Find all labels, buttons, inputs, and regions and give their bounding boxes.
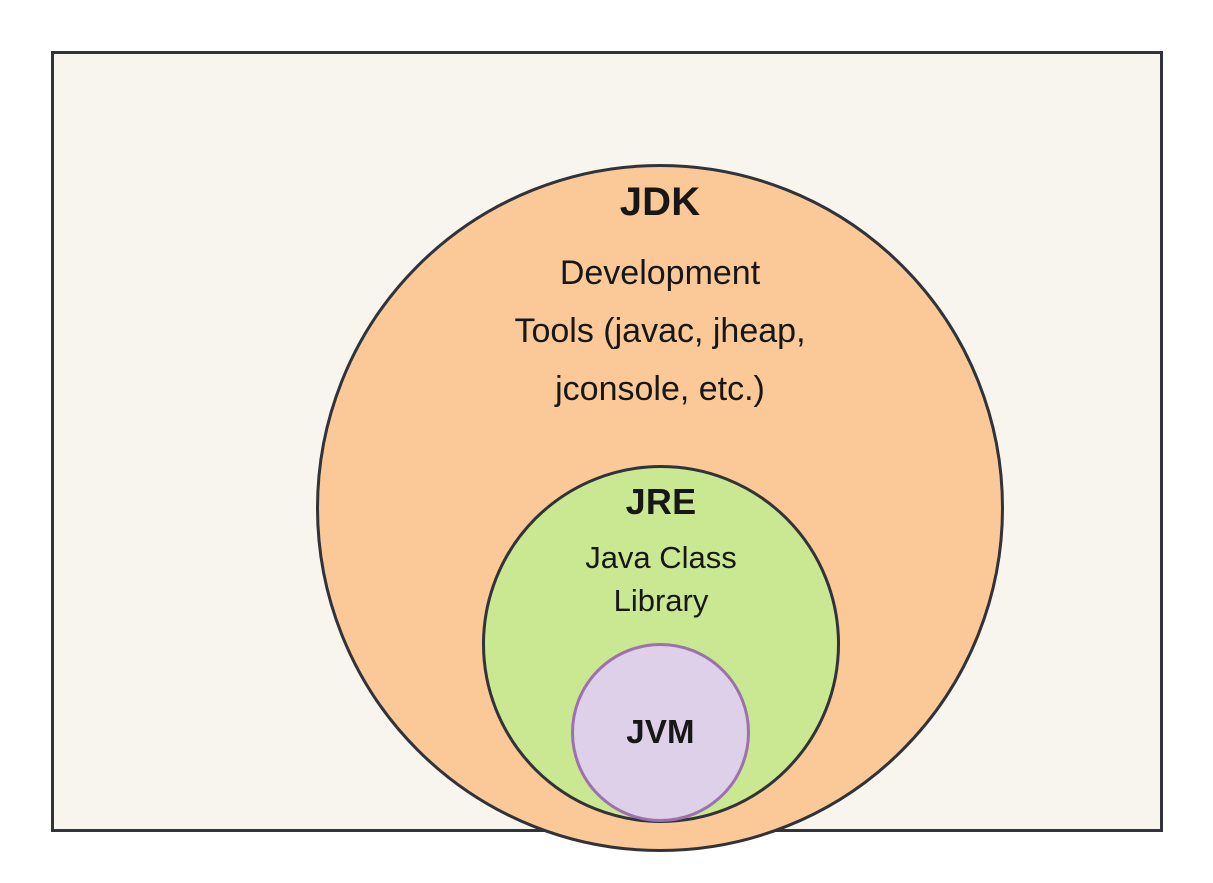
jre-title: JRE xyxy=(625,481,697,522)
jdk-description-line-1: Development xyxy=(559,254,761,292)
jdk-description: Development Tools (javac, jheap, jconsol… xyxy=(460,244,860,418)
jvm-title: JVM xyxy=(626,713,695,750)
jdk-description-line-3: jconsole, etc.) xyxy=(555,370,765,408)
jre-description-line-1: Java Class xyxy=(585,540,737,575)
jdk-title: JDK xyxy=(619,180,701,224)
jre-description-line-2: Library xyxy=(613,583,709,618)
jvm-label-group: JVM xyxy=(571,714,750,750)
jvm-circle xyxy=(571,643,750,822)
jdk-description-line-2: Tools (javac, jheap, xyxy=(514,312,806,350)
diagram-frame: JDK Development Tools (javac, jheap, jco… xyxy=(51,51,1163,852)
jre-label-group: JRE Java Class Library xyxy=(482,482,840,622)
jre-description: Java Class Library xyxy=(482,536,840,622)
jdk-label-group: JDK Development Tools (javac, jheap, jco… xyxy=(316,180,1004,418)
